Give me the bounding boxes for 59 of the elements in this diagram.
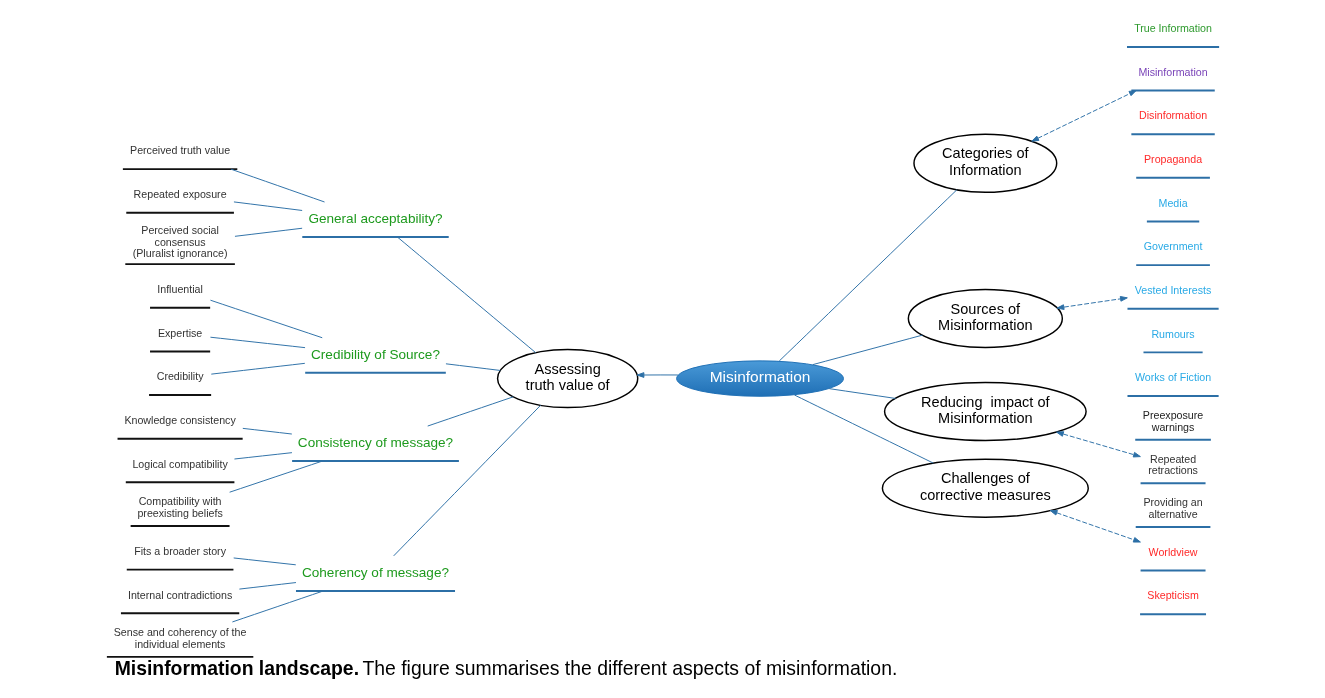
node-text: General acceptability? [307, 211, 443, 227]
node-text: Consistency of message? [297, 435, 453, 451]
node-text: True Information [1133, 22, 1212, 35]
node-text: Rumours [1150, 327, 1195, 340]
node-text: Government [1143, 240, 1202, 253]
connector [231, 590, 324, 623]
node-text: Internal contradictions [127, 588, 232, 601]
connector [793, 394, 934, 464]
node-text: Knowledge consistency [123, 413, 236, 426]
connector [210, 362, 305, 375]
node-text: Disinformation [1138, 109, 1207, 122]
node-text: Influential [156, 283, 203, 296]
node-ellipse: Misinformation [675, 360, 844, 397]
caption: Misinformation landscape. The figure summarises the different aspects of misinformation. [114, 657, 897, 680]
node-text: Credibility of Source? [310, 346, 440, 362]
node-text: Sense and coherency of the individual elements [113, 626, 246, 650]
node-text: Coherency of message? [301, 565, 449, 581]
arrow [1056, 296, 1128, 310]
connector [232, 201, 303, 211]
node-text: Expertise [157, 326, 202, 339]
node-text: Media [1158, 196, 1188, 209]
connector [209, 336, 306, 349]
connector [828, 388, 896, 399]
connector [241, 427, 292, 435]
connector [426, 396, 514, 427]
connector [238, 582, 296, 590]
node-text: Logical compatibility [131, 457, 228, 470]
connector [209, 299, 323, 339]
connector [233, 227, 303, 237]
node-text: Preexposure warnings [1142, 409, 1203, 433]
node-ellipse: Reducing impact of Misinformation [883, 381, 1087, 442]
arrow [1049, 510, 1141, 543]
node-text: Credibility [156, 370, 203, 383]
node-text: Compatibility with preexisting beliefs [136, 495, 223, 520]
arrow [1055, 431, 1141, 458]
connector [444, 363, 501, 371]
node-text: Perceived truth value [129, 144, 230, 157]
connector [396, 236, 536, 354]
arrow [636, 372, 678, 378]
node-text: Repeated exposure [133, 188, 227, 201]
connector [232, 557, 296, 566]
connector [233, 452, 292, 460]
connector [228, 460, 323, 493]
node-ellipse: Assessing truth value of [496, 348, 638, 409]
connector [778, 189, 957, 362]
node-text: Fits a broader story [133, 544, 226, 557]
connector [811, 334, 923, 366]
node-text: Skepticism [1146, 589, 1199, 602]
node-text: Perceived social consensus (Pluralist ignorance) [132, 223, 227, 260]
arrow [1030, 90, 1137, 142]
node-text: Worldview [1148, 545, 1198, 558]
node-text: Misinformation [1137, 65, 1208, 78]
node-text: Propaganda [1143, 153, 1202, 166]
node-text: Providing an alternative [1142, 496, 1203, 521]
node-text: Vested Interests [1134, 284, 1211, 297]
connector [229, 168, 325, 203]
node-text: Repeated retractions [1147, 452, 1198, 477]
node-text: Works of Fiction [1134, 371, 1211, 384]
connector [392, 404, 541, 557]
